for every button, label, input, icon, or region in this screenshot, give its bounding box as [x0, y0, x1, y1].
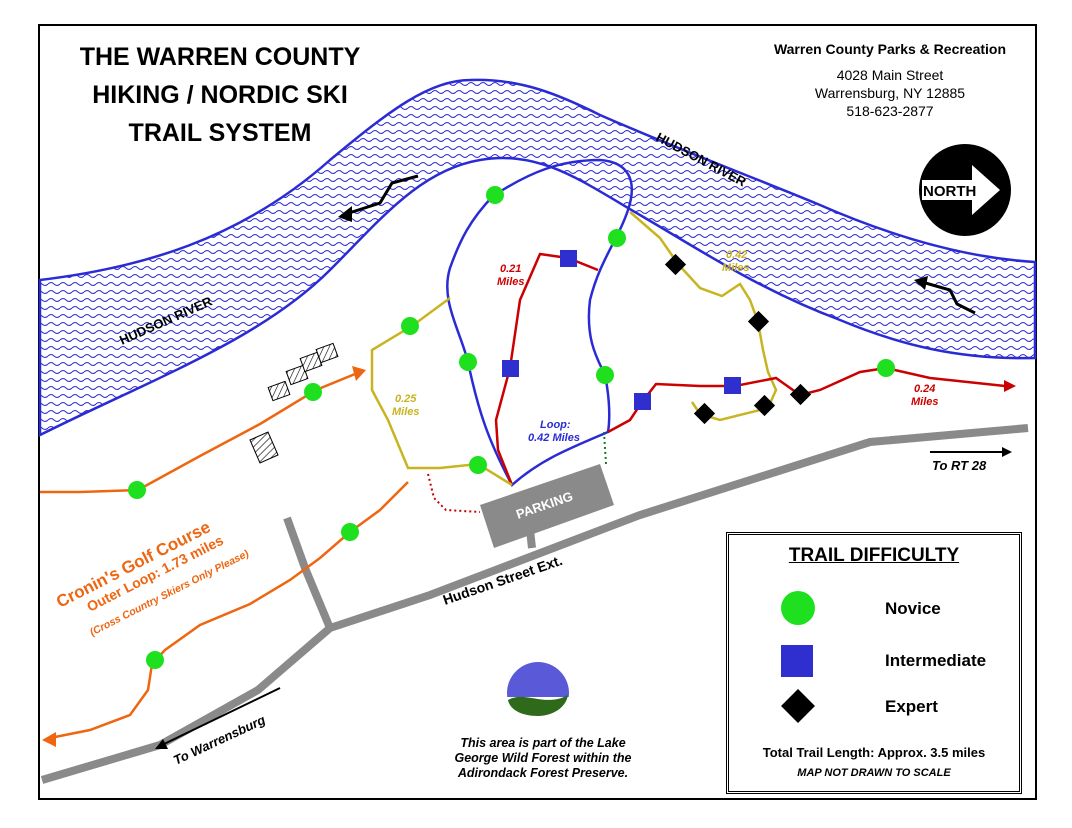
forest-note-line-2: George Wild Forest within the	[454, 751, 632, 765]
yellow-trail-b-label-2: Miles	[392, 406, 420, 418]
novice-circle-icon	[781, 591, 815, 625]
yellow-trail-a-label-2: Miles	[722, 262, 750, 274]
golf-loop-trail-lower	[49, 481, 409, 740]
forest-preserve-note: This area is part of the Lake George Wil…	[418, 736, 668, 781]
yellow-trail-west	[370, 296, 513, 487]
forest-preserve-logo	[507, 662, 569, 724]
river-flow-arrow-lower	[921, 280, 976, 315]
legend-row-intermediate: Intermediate	[729, 643, 1019, 683]
intermediate-markers	[502, 250, 741, 410]
novice-markers	[128, 186, 895, 669]
north-arrow: NORTH	[919, 144, 1011, 236]
expert-markers	[664, 253, 812, 425]
red-trail-a-label-1: 0.21	[500, 263, 521, 275]
title-line-2: HIKING / NORDIC SKI	[92, 81, 348, 109]
to-warrensburg-label: To Warrensburg	[171, 712, 268, 768]
trail-difficulty-legend: TRAIL DIFFICULTY Novice Intermediate Exp…	[726, 532, 1022, 794]
yellow-trail-b-label-1: 0.25	[395, 393, 417, 405]
dotted-connector-east	[603, 431, 607, 465]
forest-note-line-3: Adirondack Forest Preserve.	[457, 766, 629, 780]
title-line-1: THE WARREN COUNTY	[79, 43, 361, 71]
golf-loop-arrowhead-right	[352, 366, 366, 381]
north-label: NORTH	[923, 183, 976, 200]
title-line-3: TRAIL SYSTEM	[128, 119, 312, 147]
hudson-river	[38, 78, 1037, 438]
map-title: THE WARREN COUNTY HIKING / NORDIC SKI TR…	[60, 38, 380, 152]
organization-phone: 518-623-2877	[846, 103, 934, 119]
yellow-trail-a-label-1: 0.42	[726, 249, 747, 261]
red-trail-b-label-2: Miles	[911, 396, 939, 408]
legend-novice-label: Novice	[885, 599, 941, 618]
legend-row-novice: Novice	[729, 591, 1019, 631]
forest-note-line-1: This area is part of the Lake	[460, 736, 626, 750]
loop-label-1: Loop:	[540, 419, 571, 431]
dotted-connector-west	[427, 473, 481, 513]
to-rt28-arrowhead	[1002, 447, 1012, 457]
total-trail-length: Total Trail Length: Approx. 3.5 miles	[762, 745, 986, 760]
red-trail-b-label-1: 0.24	[914, 383, 935, 395]
river-flow-arrowhead-upper	[338, 206, 352, 222]
legend-intermediate-label: Intermediate	[885, 651, 987, 670]
river-flow-arrowhead-lower	[914, 276, 928, 290]
to-warrensburg-arrow	[161, 687, 281, 746]
expert-diamond-icon	[781, 689, 815, 723]
organization-street: 4028 Main Street	[836, 67, 944, 83]
red-trail-a-label-2: Miles	[497, 276, 525, 288]
organization-name: Warren County Parks & Recreation	[773, 41, 1007, 57]
scale-note: MAP NOT DRAWN TO SCALE	[797, 767, 951, 779]
golf-buildings	[249, 342, 339, 464]
legend-row-expert: Expert	[729, 689, 1019, 729]
golf-cart-path	[283, 516, 334, 630]
to-warrensburg-arrowhead	[155, 739, 168, 749]
red-trail-arrowhead	[1004, 380, 1016, 392]
hudson-street-road	[40, 424, 1029, 784]
intermediate-square-icon	[781, 645, 813, 677]
blue-trail-west	[446, 158, 633, 487]
legend-expert-label: Expert	[885, 697, 938, 716]
golf-loop-arrowhead-left	[42, 732, 56, 747]
organization-info: Warren County Parks & Recreation 4028 Ma…	[740, 40, 1040, 120]
loop-label-2: 0.42 Miles	[528, 432, 580, 444]
organization-city: Warrensburg, NY 12885	[814, 85, 966, 101]
to-rt28-label: To RT 28	[932, 458, 987, 473]
parking-lot: PARKING	[480, 464, 614, 548]
red-trail-east	[607, 366, 1006, 434]
river-flow-arrow-upper	[345, 174, 419, 216]
legend-title: TRAIL DIFFICULTY	[788, 545, 960, 566]
